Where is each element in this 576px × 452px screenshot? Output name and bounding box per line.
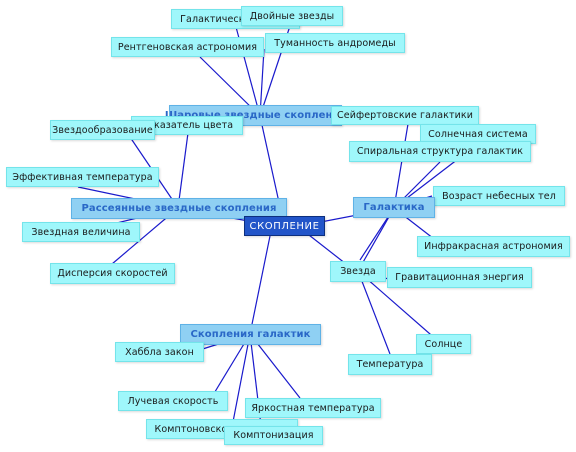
node-seyfert-galaxies[interactable]: Сейфертовские галактики bbox=[331, 106, 479, 125]
connector bbox=[357, 207, 395, 272]
node-hubble-law[interactable]: Хаббла закон bbox=[115, 342, 204, 362]
node-celestial-age[interactable]: Возраст небесных тел bbox=[433, 186, 565, 206]
connector bbox=[259, 48, 265, 117]
node-velocity-dispersion[interactable]: Дисперсия скоростей bbox=[50, 263, 175, 284]
node-temperature[interactable]: Температура bbox=[348, 354, 432, 375]
node-infrared-astronomy[interactable]: Инфракрасная астрономия bbox=[417, 236, 570, 257]
topic-galaxy[interactable]: Галактика bbox=[353, 197, 435, 218]
connector bbox=[177, 132, 189, 209]
node-double-stars[interactable]: Двойные звезды bbox=[241, 6, 343, 26]
node-radial-velocity[interactable]: Лучевая скорость bbox=[118, 391, 228, 411]
connector bbox=[249, 235, 271, 335]
topic-galaxy-clusters[interactable]: Скопления галактик bbox=[180, 324, 321, 345]
connector bbox=[393, 123, 409, 209]
connector bbox=[357, 270, 391, 355]
node-sun[interactable]: Солнце bbox=[416, 334, 471, 354]
node-xray-astronomy[interactable]: Рентгеновская астрономия bbox=[111, 37, 264, 57]
connector bbox=[357, 270, 439, 342]
node-andromeda-nebula[interactable]: Туманность андромеды bbox=[265, 33, 405, 53]
node-spiral-structure[interactable]: Спиральная структура галактик bbox=[349, 141, 531, 162]
node-color-index[interactable]: Показатель цвета bbox=[131, 116, 243, 135]
topic-open-clusters[interactable]: Рассеянные звездные скопления bbox=[71, 198, 287, 219]
center-topic[interactable]: СКОПЛЕНИЕ bbox=[244, 216, 325, 236]
node-brightness-temperature[interactable]: Яркостная температура bbox=[245, 398, 381, 418]
node-gravitational-energy[interactable]: Гравитационная энергия bbox=[387, 267, 532, 288]
node-star[interactable]: Звезда bbox=[330, 261, 386, 282]
node-comptonization[interactable]: Комптонизация bbox=[224, 426, 323, 445]
node-stellar-magnitude[interactable]: Звездная величина bbox=[22, 222, 140, 242]
connector bbox=[231, 333, 251, 428]
connector bbox=[209, 333, 251, 401]
node-star-formation[interactable]: Звездообразование bbox=[50, 120, 155, 140]
node-effective-temperature[interactable]: Эффективная температура bbox=[6, 167, 159, 187]
